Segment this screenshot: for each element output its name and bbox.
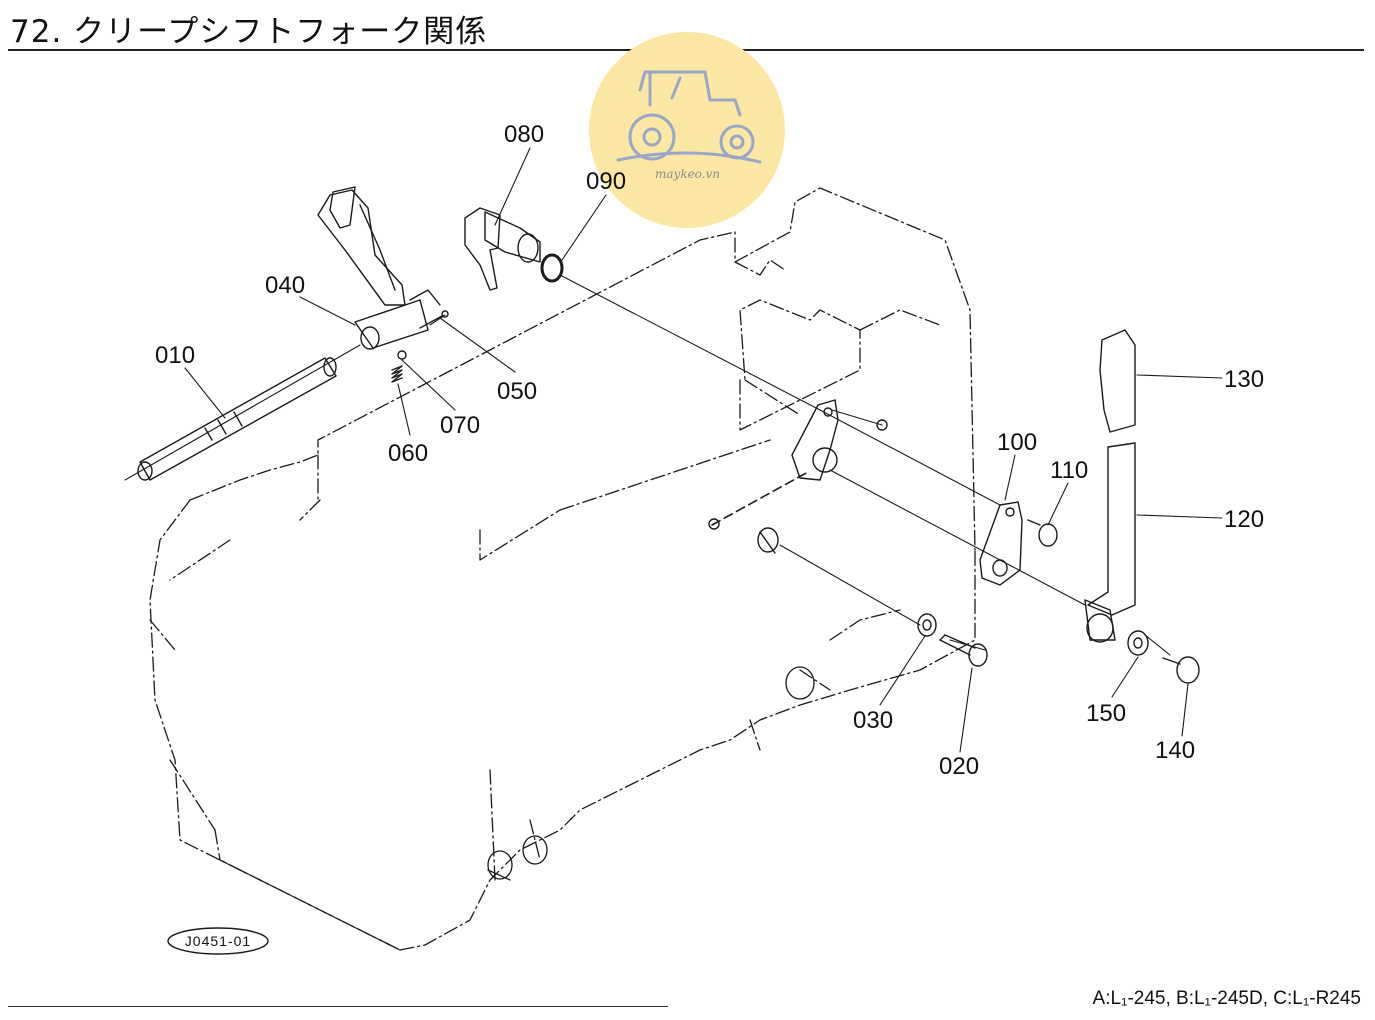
spring-060	[391, 365, 403, 383]
link-plate-100	[979, 501, 1023, 586]
part-label-050: 050	[497, 378, 537, 405]
ball-070	[397, 350, 407, 360]
washer-150	[1127, 630, 1149, 656]
part-label-110: 110	[1050, 457, 1088, 484]
part-label-100: 100	[997, 429, 1037, 456]
bolt-140	[1162, 656, 1200, 684]
part-label-080: 080	[504, 121, 544, 148]
axis-end-marker-right	[876, 419, 888, 431]
part-label-090: 090	[586, 168, 626, 195]
part-label-120: 120	[1224, 506, 1264, 533]
applicable-models: A:L₁-245, B:L₁-245D, C:L₁-R245	[1092, 988, 1361, 1009]
part-label-130: 130	[1224, 366, 1264, 393]
shaft-axis-dashed	[711, 471, 809, 526]
grip-130	[1099, 329, 1136, 433]
part-label-010: 010	[155, 342, 195, 369]
bolt-020	[939, 634, 988, 667]
watermark-logo: maykeo.vn	[589, 32, 785, 228]
housing-bosses	[487, 666, 815, 881]
part-label-070: 070	[440, 412, 480, 439]
axis-end-marker-left	[708, 518, 720, 530]
part-label-020: 020	[939, 753, 979, 780]
o-ring-090	[540, 253, 564, 283]
figure-ref-code: J0451-01	[185, 933, 251, 949]
footer-rule	[8, 1006, 668, 1007]
watermark-text: maykeo.vn	[655, 167, 720, 181]
tractor-icon	[616, 70, 762, 164]
page-title: 72. クリープシフトフォーク関係	[10, 14, 488, 50]
shift-rod-010	[137, 357, 337, 481]
shift-fork-040	[317, 186, 441, 350]
pin-050	[419, 310, 449, 329]
part-label-150: 150	[1086, 700, 1126, 727]
leader-lines	[184, 147, 1223, 753]
figure-ref-oval	[167, 927, 269, 955]
part-label-030: 030	[853, 707, 893, 734]
lever-shaft-080	[464, 207, 541, 291]
part-label-060: 060	[388, 440, 428, 467]
lever-120	[1084, 442, 1136, 643]
transmission-case-outline	[149, 187, 976, 951]
collar-spacer	[757, 527, 779, 554]
part-label-040: 040	[265, 272, 305, 299]
part-label-140: 140	[1155, 737, 1195, 764]
bolt-110	[1027, 519, 1058, 547]
washer-030	[917, 613, 937, 637]
housing-arm-plate	[791, 399, 839, 481]
